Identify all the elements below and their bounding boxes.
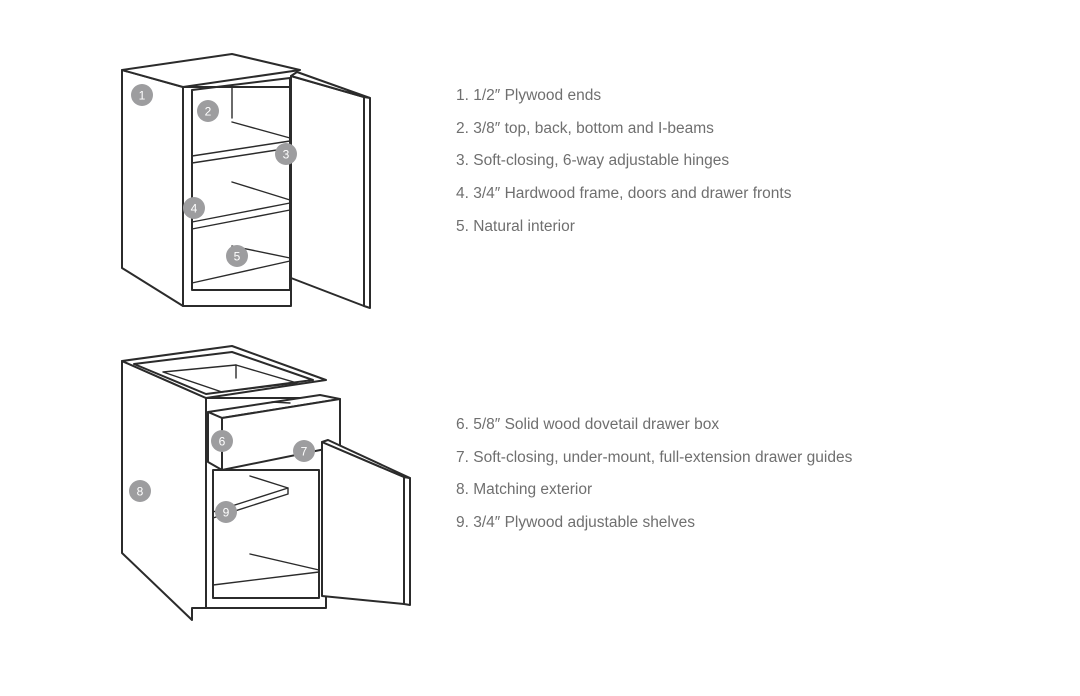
badge-6: 6	[211, 430, 233, 452]
badge-4: 4	[183, 197, 205, 219]
badge-9: 9	[215, 501, 237, 523]
svg-text:9: 9	[223, 506, 230, 520]
cabinet-door	[290, 75, 365, 307]
badge-5: 5	[226, 245, 248, 267]
svg-text:5: 5	[234, 250, 241, 264]
badge-7: 7	[293, 440, 315, 462]
cabinet-bottom	[212, 553, 320, 586]
cabinet-door	[321, 441, 405, 605]
base-cabinet-drawing	[121, 345, 411, 621]
badge-3: 3	[275, 143, 297, 165]
base-cabinet-feature-list: 6. 5/8″ Solid wood dovetail drawer box 7…	[456, 415, 852, 546]
svg-text:1: 1	[139, 89, 146, 103]
feature-item: 8. Matching exterior	[456, 481, 593, 499]
svg-text:3: 3	[283, 148, 290, 162]
feature-item: 4. 3/4″ Hardwood frame, doors and drawer…	[456, 185, 792, 203]
feature-item: 9. 3/4″ Plywood adjustable shelves	[456, 514, 695, 532]
cabinet-side-panel	[121, 69, 184, 307]
wall-cabinet-drawing	[121, 53, 371, 309]
feature-item: 2. 3/8″ top, back, bottom and I-beams	[456, 119, 714, 137]
cabinet-top	[121, 53, 301, 88]
svg-text:8: 8	[137, 485, 144, 499]
cabinet-lower-opening	[212, 469, 320, 599]
badge-8: 8	[129, 480, 151, 502]
cabinet-shelf	[191, 181, 291, 230]
cabinet-shelf	[212, 475, 289, 519]
svg-text:4: 4	[191, 202, 198, 216]
svg-text:2: 2	[205, 105, 212, 119]
badge-1: 1	[131, 84, 153, 106]
wall-cabinet-feature-list: 1. 1/2″ Plywood ends 2. 3/8″ top, back, …	[456, 86, 791, 249]
badge-2: 2	[197, 100, 219, 122]
feature-item: 1. 1/2″ Plywood ends	[456, 87, 602, 104]
svg-text:6: 6	[219, 435, 226, 449]
feature-item: 5. Natural interior	[456, 217, 575, 235]
feature-item: 7. Soft-closing, under-mount, full-exten…	[456, 448, 853, 466]
svg-text:7: 7	[301, 445, 308, 459]
cabinet-shelf	[191, 121, 291, 164]
feature-item: 6. 5/8″ Solid wood dovetail drawer box	[456, 416, 720, 433]
feature-item: 3. Soft-closing, 6-way adjustable hinges	[456, 152, 730, 170]
